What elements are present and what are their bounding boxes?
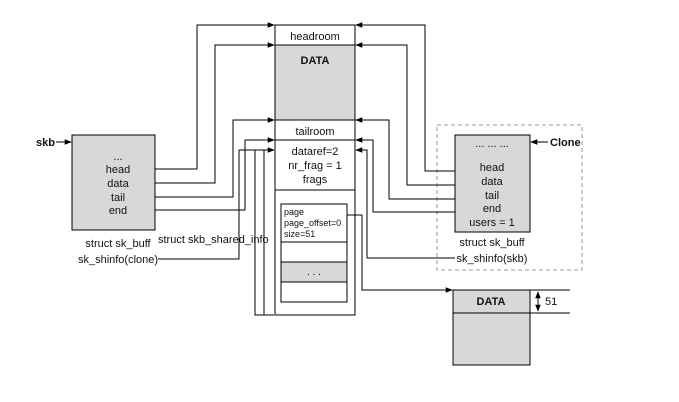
page-data-label: DATA <box>477 296 506 308</box>
clone-struct: ... ... ... head data tail end users = 1… <box>454 134 531 265</box>
clone-field-users: users = 1 <box>469 217 515 229</box>
clone-dashed-frame <box>436 124 583 271</box>
frag-more-label: . . . <box>307 267 321 278</box>
frag-entry-0 <box>280 203 348 243</box>
skb-field-end: end <box>109 205 127 217</box>
clone-data-pointer <box>355 42 455 186</box>
frags-label: frags <box>303 174 328 186</box>
clone-shinfo-pointer <box>355 147 455 259</box>
frag-page-offset-label: page_offset=0 <box>284 218 341 228</box>
headroom-label: headroom <box>290 31 340 43</box>
skb-head-pointer <box>155 22 275 170</box>
dataref-label: dataref=2 <box>292 146 339 158</box>
frag-entry-1 <box>280 241 348 263</box>
clone-struct-label: struct sk_buff <box>459 237 525 249</box>
shared-info-struct-label: struct skb_shared_info <box>158 234 269 246</box>
skb-field-head: head <box>106 164 130 176</box>
skb-tail-pointer <box>155 117 275 198</box>
clone-field-tail: tail <box>485 190 499 202</box>
skb-box <box>71 134 156 231</box>
frag-page-label: page <box>284 207 304 217</box>
skb-pointer-label: skb <box>36 137 55 149</box>
skb-field-tail: tail <box>111 192 125 204</box>
clone-pointer-label: Clone <box>550 137 581 149</box>
clone-shinfo-label: sk_shinfo(skb) <box>457 253 528 265</box>
clone-field-head: head <box>480 162 504 174</box>
skb-struct-label: struct sk_buff <box>85 238 151 250</box>
skb-shinfo-label: sk_shinfo(clone) <box>78 254 158 266</box>
skb-end-pointer <box>155 137 275 211</box>
clone-field-ellipsis: ... ... ... <box>475 138 509 150</box>
page-data-block: DATA <box>452 289 531 366</box>
data-region <box>274 44 356 121</box>
data-label: DATA <box>301 55 330 67</box>
clone-field-end: end <box>483 203 501 215</box>
frag-entry-3 <box>280 281 348 303</box>
clone-field-data: data <box>481 176 503 188</box>
skb-field-data: data <box>107 178 129 190</box>
frags-array: page page_offset=0 size=51 . . . <box>280 203 348 303</box>
skb-data-pointer <box>155 42 275 184</box>
clone-end-pointer <box>355 137 455 213</box>
data-buffer: headroom DATA tailroom dataref=2 nr_frag… <box>274 24 356 316</box>
tailroom-label: tailroom <box>295 126 334 138</box>
clone-tail-pointer <box>355 117 455 200</box>
page-data-rest <box>452 312 531 366</box>
frag-page-pointer <box>347 214 453 293</box>
nr-frags-label: nr_frag = 1 <box>288 160 342 172</box>
clone-head-pointer <box>355 22 455 172</box>
frag-size-label: size=51 <box>284 229 315 239</box>
size-dimension-label: 51 <box>545 296 557 308</box>
skb-struct: ... head data tail end struct sk_buff sk… <box>71 134 158 266</box>
skb-field-ellipsis: ... <box>113 151 122 163</box>
clone-box <box>454 134 531 233</box>
